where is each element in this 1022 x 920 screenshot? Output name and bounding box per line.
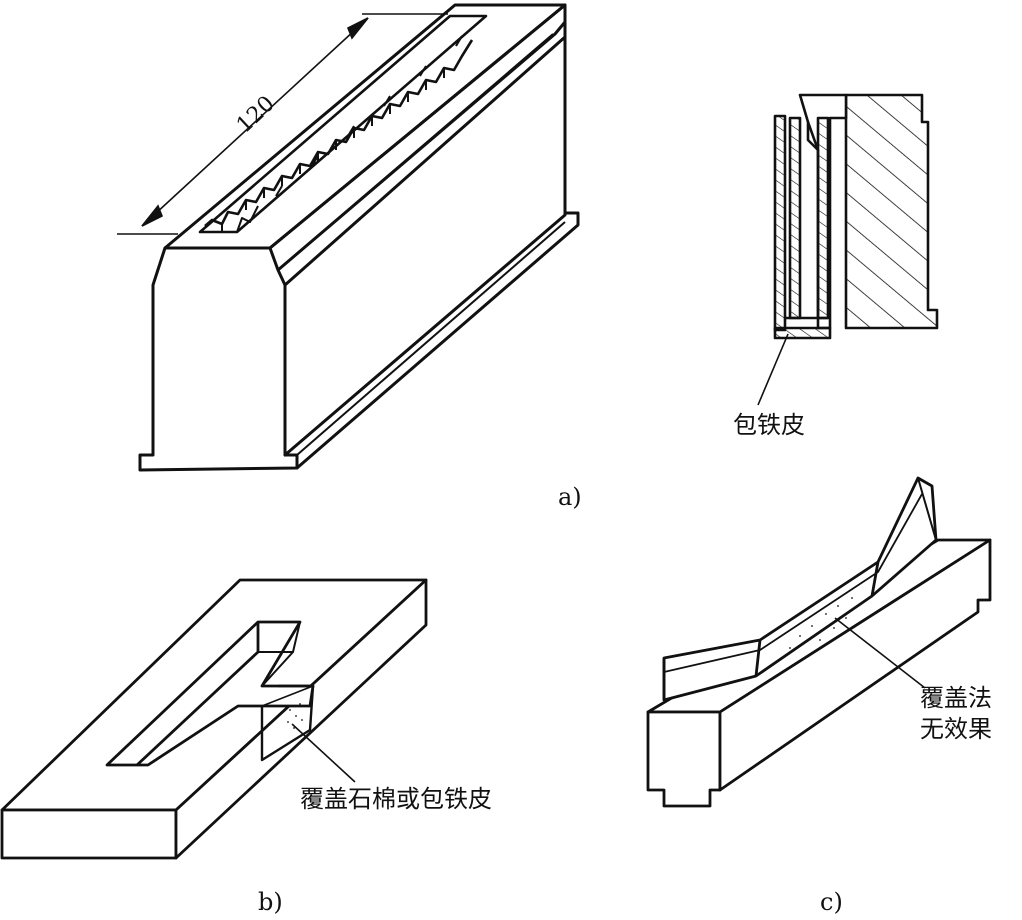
panel-b-caption: b) [258, 888, 283, 916]
panel-c-channel [662, 476, 938, 702]
panel-b-callout: 覆盖石棉或包铁皮 [300, 785, 492, 813]
panel-a-callout: 包铁皮 [733, 411, 805, 439]
panel-c-callout-line1: 覆盖法 [920, 684, 992, 712]
panel-a-dimension-line [117, 13, 448, 235]
panel-c-speckle [789, 597, 853, 649]
panel-a-slot [198, 14, 488, 234]
panel-c-leader [834, 617, 926, 689]
panel-c-caption: c) [820, 888, 843, 916]
panel-b-plate [0, 578, 428, 860]
panel-b-speckle [287, 703, 303, 729]
panel-a-leader [757, 333, 789, 406]
panel-a-block [138, 3, 580, 472]
panel-c-callout-line2: 无效果 [920, 715, 992, 743]
panel-b-leader [291, 723, 356, 783]
panel-a-caption: a) [558, 483, 582, 511]
panel-a-section [773, 93, 939, 340]
